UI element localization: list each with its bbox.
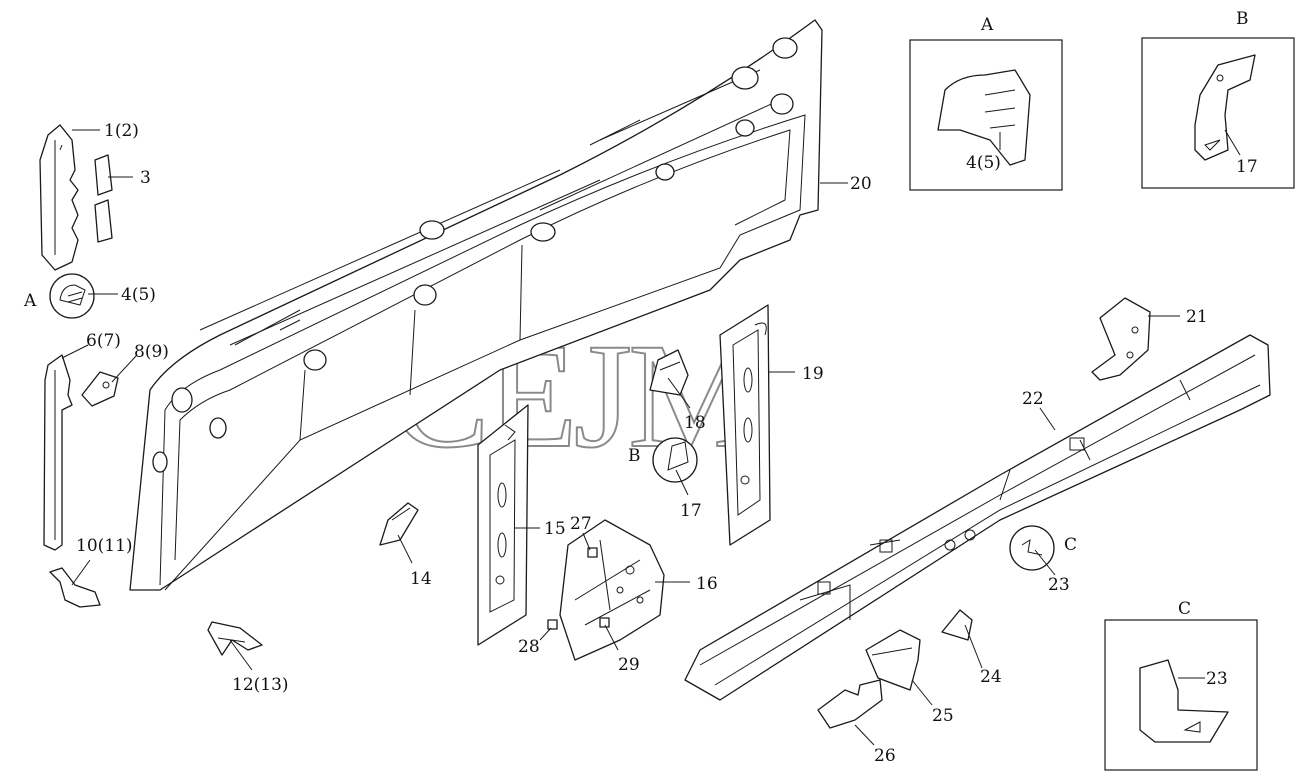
detail-c-box <box>1104 619 1258 771</box>
callout-27: 27 <box>570 514 592 534</box>
part-15-pillar[interactable] <box>477 404 529 646</box>
part-22-beam[interactable] <box>684 334 1271 701</box>
callout-14: 14 <box>410 569 432 589</box>
callout-17: 17 <box>680 501 702 521</box>
part-27-nut[interactable] <box>587 547 598 558</box>
part-24-clip[interactable] <box>941 609 973 641</box>
leader-lines <box>61 129 1241 746</box>
callout-15: 15 <box>544 519 566 539</box>
part-21-bracket[interactable] <box>1091 297 1151 381</box>
callout-28: 28 <box>518 637 540 657</box>
callout-19: 19 <box>802 364 824 384</box>
callout-22: 22 <box>1022 389 1044 409</box>
part-25-bracket[interactable] <box>865 629 921 691</box>
detail-b-box <box>1141 37 1295 189</box>
part-3-pads[interactable] <box>94 154 113 243</box>
detail-c-label: 23 <box>1206 669 1228 689</box>
callout-29: 29 <box>618 655 640 675</box>
callout-16: 16 <box>696 574 718 594</box>
detail-a-marker[interactable] <box>49 273 95 319</box>
callout-b-marker: B <box>628 446 641 466</box>
part-29-nut[interactable] <box>599 617 610 628</box>
callout-18: 18 <box>684 413 706 433</box>
callout-12: 12(13) <box>232 675 289 695</box>
callout-6: 6(7) <box>86 331 121 351</box>
callout-26: 26 <box>874 746 896 766</box>
part-1-bracket[interactable] <box>39 124 79 271</box>
callout-25: 25 <box>932 706 954 726</box>
part-6-rail[interactable] <box>43 354 73 551</box>
part-14-bracket[interactable] <box>379 502 419 546</box>
part-26-pad[interactable] <box>817 679 883 729</box>
callout-1: 1(2) <box>104 121 139 141</box>
detail-a-box <box>909 39 1063 191</box>
callout-3: 3 <box>140 168 151 188</box>
callout-21: 21 <box>1186 307 1208 327</box>
part-16-plate[interactable] <box>559 519 665 661</box>
detail-c-title: C <box>1178 599 1191 619</box>
part-18-bracket[interactable] <box>649 349 689 396</box>
part-19-pillar[interactable] <box>719 304 771 546</box>
callout-20: 20 <box>850 174 872 194</box>
detail-b-label: 17 <box>1236 157 1258 177</box>
detail-b-marker[interactable] <box>652 437 698 483</box>
part-20-rear-panel[interactable] <box>129 19 823 591</box>
callout-c-marker: C <box>1064 535 1077 555</box>
detail-b-title: B <box>1236 9 1249 29</box>
part-28-nut[interactable] <box>547 619 558 630</box>
callout-10: 10(11) <box>76 536 133 556</box>
detail-c-marker[interactable] <box>1009 525 1055 571</box>
detail-a-title: A <box>980 15 994 35</box>
callout-8: 8(9) <box>134 342 169 362</box>
callout-23: 23 <box>1048 575 1070 595</box>
callout-4: 4(5) <box>121 285 156 305</box>
callout-a-marker: A <box>23 291 37 311</box>
detail-a-label: 4(5) <box>966 153 1001 173</box>
part-8-bracket[interactable] <box>81 371 119 407</box>
callout-24: 24 <box>980 667 1002 687</box>
part-12-cover[interactable] <box>207 621 263 656</box>
part-10-clip[interactable] <box>49 567 101 608</box>
